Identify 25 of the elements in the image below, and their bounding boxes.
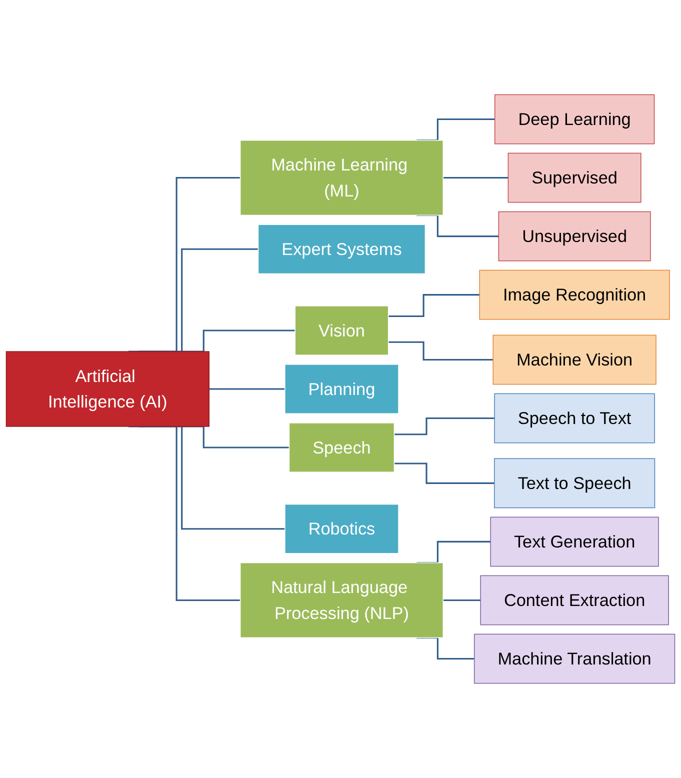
connector <box>443 177 508 179</box>
node-box: Speech <box>288 422 395 472</box>
connector <box>209 388 285 390</box>
node-box: Text to Speech <box>494 458 656 508</box>
node-box: Content Extraction <box>480 575 669 626</box>
node-box: Robotics <box>284 504 399 554</box>
node-box: Planning <box>284 364 399 414</box>
connector <box>388 294 480 318</box>
node-box: Machine Vision <box>492 334 656 385</box>
node-box: Supervised <box>508 152 642 203</box>
connector <box>394 462 494 484</box>
connector <box>443 599 481 601</box>
node-box: Machine Learning (ML) <box>240 140 444 216</box>
node-box: Vision <box>294 306 389 356</box>
node-box: Unsupervised <box>498 211 651 262</box>
node-box: Natural Language Processing (NLP) <box>240 562 444 638</box>
connector <box>388 341 494 361</box>
node-box: Expert Systems <box>258 224 426 274</box>
node-box: Machine Translation <box>474 634 676 684</box>
node-box: Artificial Intelligence (AI) <box>6 351 210 427</box>
node-box: Speech to Text <box>494 393 655 444</box>
node-box: Image Recognition <box>479 270 670 320</box>
node-box: Text Generation <box>490 516 659 567</box>
node-box: Deep Learning <box>494 94 655 144</box>
connector <box>394 417 495 436</box>
